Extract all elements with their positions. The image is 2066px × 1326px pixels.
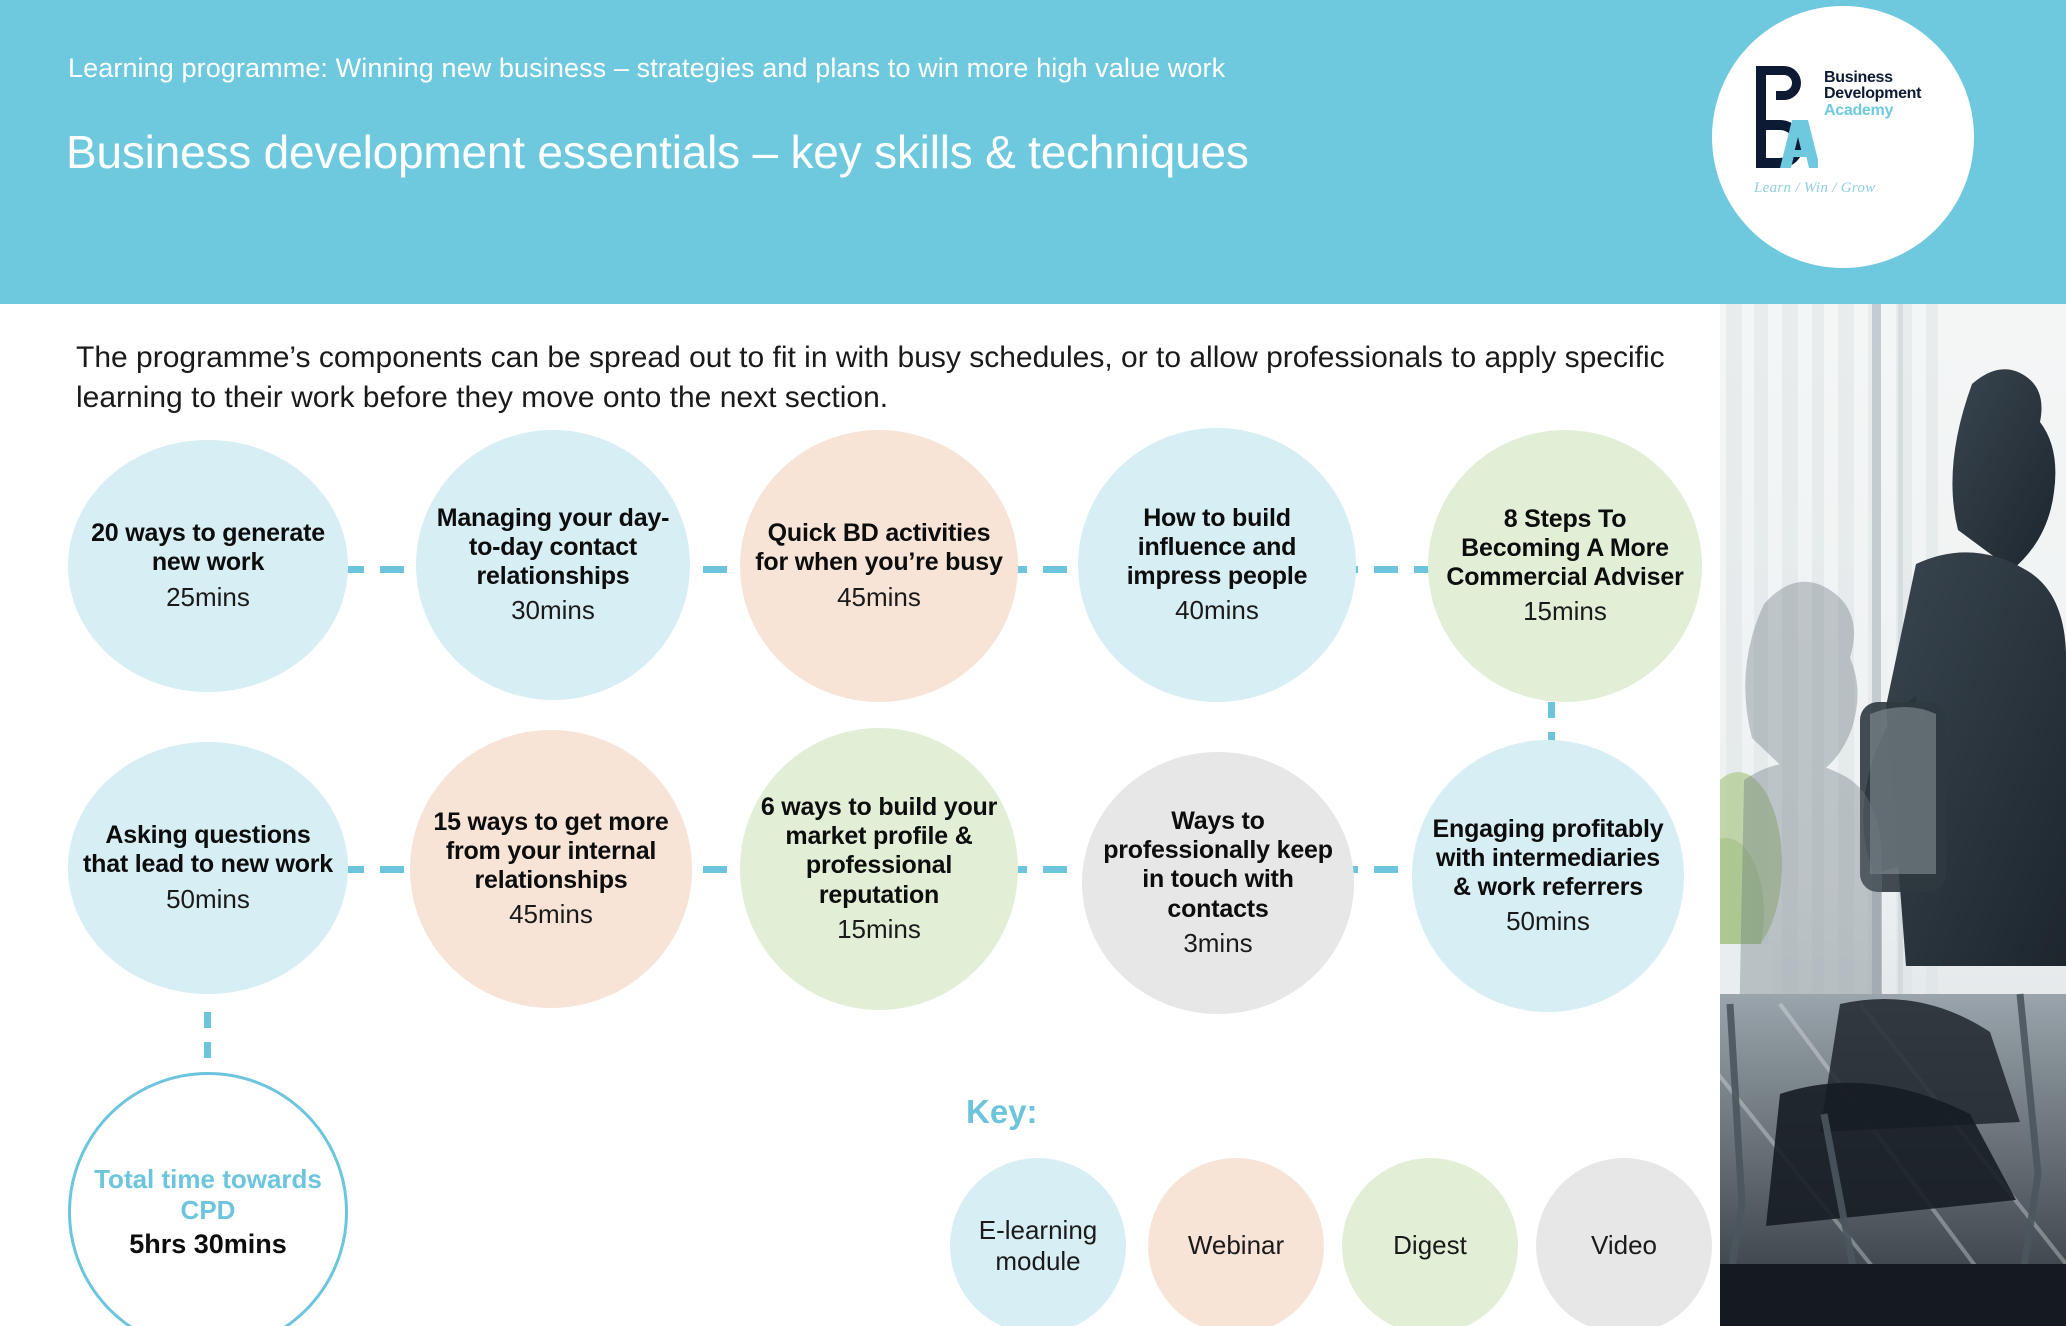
node-duration: 3mins [1183, 927, 1253, 958]
module-node-engaging-profitably-with-intermediaries[interactable]: Engaging profitably with intermediaries … [1412, 740, 1684, 1012]
logo-wordmark: Business Development Academy [1824, 69, 1922, 119]
key-item-label: Digest [1393, 1230, 1467, 1261]
module-node-6-ways-to-build-market-profile[interactable]: 6 ways to build your market profile & pr… [740, 728, 1018, 1010]
header-eyebrow: Learning programme: Winning new business… [68, 53, 1226, 83]
key-item-webinar: Webinar [1148, 1158, 1324, 1326]
node-title: Engaging profitably with intermediaries … [1432, 814, 1664, 902]
total-cpd-time: Total time towards CPD 5hrs 30mins [68, 1072, 348, 1326]
office-photo [1720, 304, 2066, 1326]
module-node-quick-bd-activities-when-busy[interactable]: Quick BD activities for when you’re busy… [740, 430, 1018, 702]
connector-r2-1 [300, 866, 428, 873]
connector-r1-3 [1003, 566, 1087, 573]
module-node-asking-questions-that-lead-to-new-work[interactable]: Asking questions that lead to new work 5… [68, 742, 348, 994]
total-label: Total time towards CPD [94, 1163, 322, 1225]
module-node-ways-to-professionally-keep-in-touch[interactable]: Ways to professionally keep in touch wit… [1082, 752, 1354, 1014]
connector-r2-3 [1003, 866, 1087, 873]
node-title: Asking questions that lead to new work [83, 821, 333, 879]
node-duration: 15mins [837, 913, 921, 944]
node-title: How to build influence and impress peopl… [1126, 503, 1308, 591]
logo-line-3: Academy [1824, 101, 1894, 119]
total-value: 5hrs 30mins [129, 1229, 287, 1260]
page-title: Business development essentials – key sk… [66, 126, 1249, 178]
key-item-label: E-learning module [978, 1214, 1098, 1276]
bda-logo: Business Development Academy Learn / Win… [1712, 6, 1974, 268]
module-node-how-to-build-influence-and-impress-people[interactable]: How to build influence and impress peopl… [1078, 428, 1356, 702]
node-duration: 45mins [837, 581, 921, 612]
connector-r1-4 [1334, 566, 1434, 573]
key-item-label: Video [1590, 1230, 1658, 1261]
node-title: 6 ways to build your market profile & pr… [760, 792, 998, 909]
node-title: 15 ways to get more from your internal r… [433, 807, 669, 895]
node-duration: 45mins [509, 899, 593, 930]
node-duration: 15mins [1523, 596, 1607, 627]
node-duration: 30mins [511, 595, 595, 626]
logo-line-1: Business [1824, 69, 1893, 86]
key-item-e-learning-module: E-learning module [950, 1158, 1126, 1326]
node-title: Managing your day-to-day contact relatio… [436, 503, 670, 591]
key-label: Key: [966, 1093, 1038, 1130]
module-node-20-ways-to-generate-new-work[interactable]: 20 ways to generate new work 25mins [68, 440, 348, 692]
node-duration: 50mins [1506, 906, 1590, 937]
module-node-8-steps-to-becoming-a-more-commercial-adviser[interactable]: 8 Steps To Becoming A More Commercial Ad… [1428, 430, 1702, 702]
key-item-video: Video [1536, 1158, 1712, 1326]
connector-r2-2 [663, 866, 747, 873]
node-duration: 50mins [166, 883, 250, 914]
connector-total-vertical [204, 1012, 211, 1074]
node-title: Ways to professionally keep in touch wit… [1103, 806, 1333, 923]
node-title: 20 ways to generate new work [91, 519, 325, 577]
key-item-label: Webinar [1187, 1230, 1285, 1261]
key-item-digest: Digest [1342, 1158, 1518, 1326]
bda-monogram-icon [1756, 66, 1818, 168]
office-photo-illustration [1720, 304, 2066, 1326]
module-node-managing-day-to-day-contact-relationships[interactable]: Managing your day-to-day contact relatio… [416, 430, 690, 700]
connector-r1-2 [663, 566, 747, 573]
connector-r1-1 [300, 566, 440, 573]
module-node-15-ways-to-get-more-from-internal-relationships[interactable]: 15 ways to get more from your internal r… [410, 730, 692, 1008]
connector-r2-4 [1334, 866, 1434, 873]
logo-tagline: Learn / Win / Grow [1754, 180, 1876, 196]
logo-inner: Business Development Academy Learn / Win… [1752, 64, 1942, 214]
connector-col5-vertical [1548, 702, 1555, 746]
node-title: Quick BD activities for when you’re busy [755, 519, 1003, 577]
node-duration: 25mins [166, 581, 250, 612]
intro-paragraph: The programme’s components can be spread… [76, 341, 1665, 414]
node-duration: 40mins [1175, 595, 1259, 626]
node-title: 8 Steps To Becoming A More Commercial Ad… [1446, 504, 1684, 592]
logo-line-2: Development [1824, 85, 1922, 103]
